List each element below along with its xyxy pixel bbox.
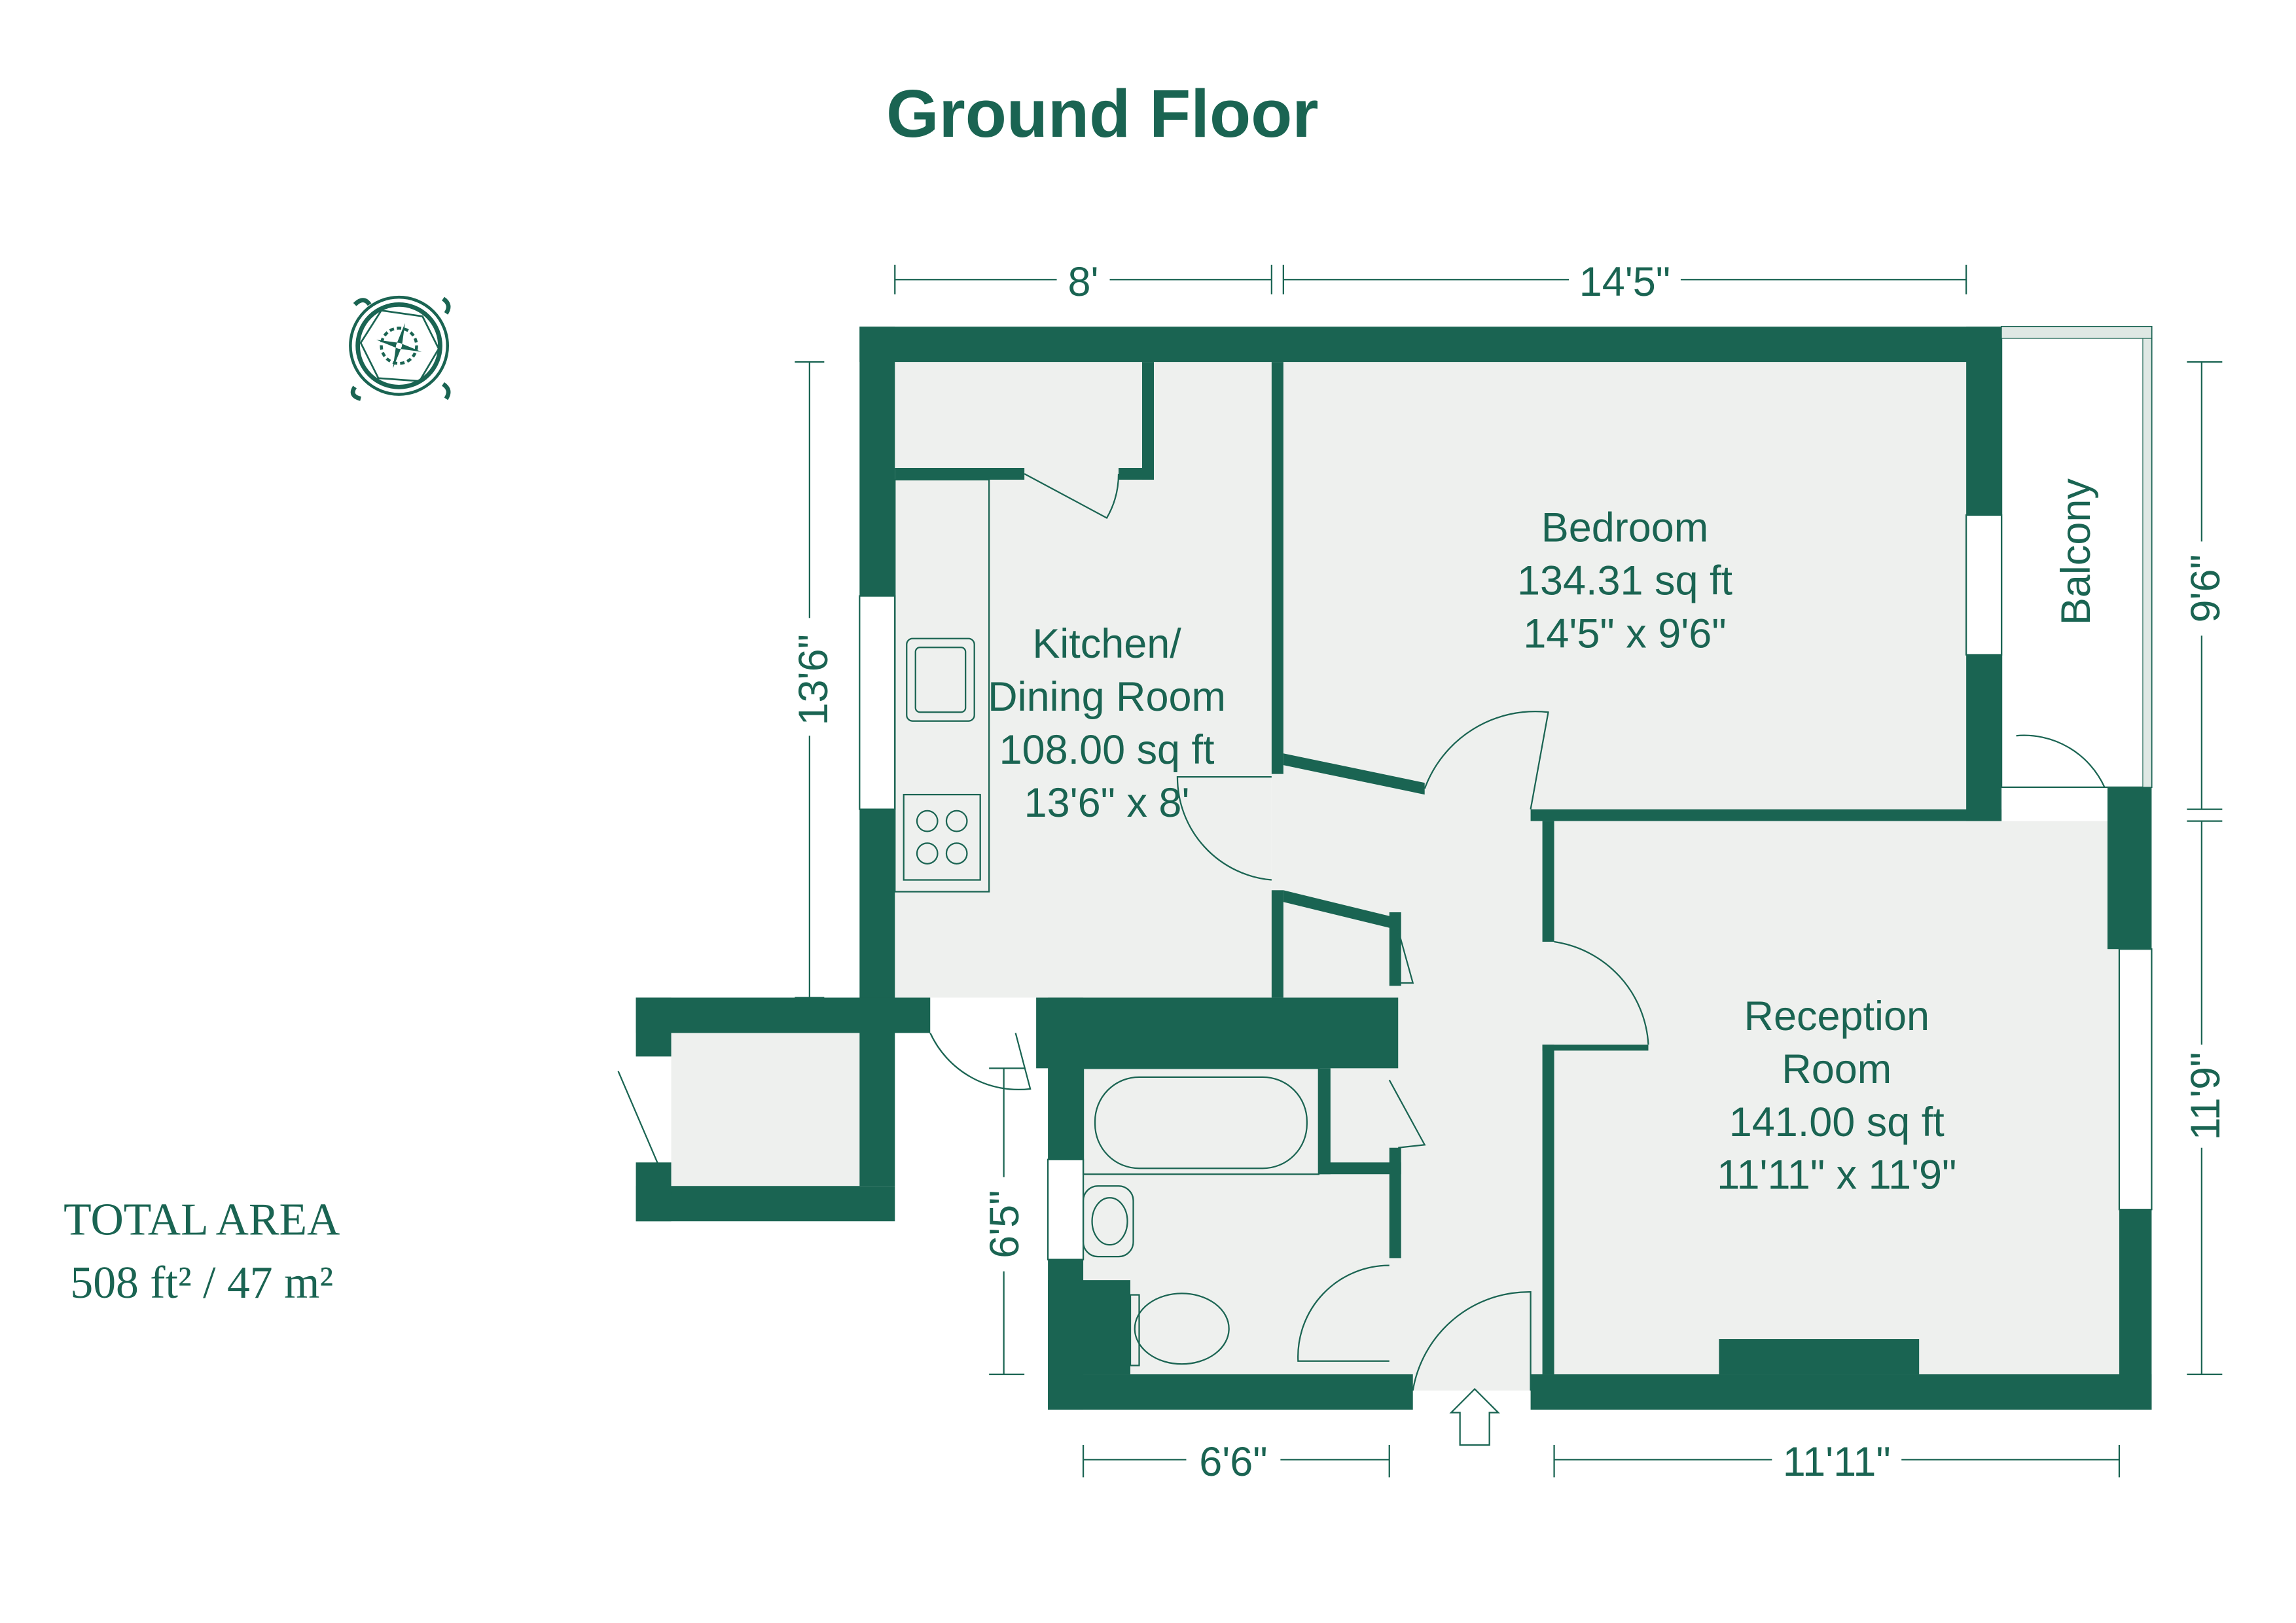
walls (636, 327, 2152, 1410)
entrance-arrow-icon (1449, 1387, 1500, 1446)
kitchen-dims: 13'6" x 8' (1024, 780, 1190, 826)
page-title: Ground Floor (886, 75, 1319, 151)
dim-right-top: 9'6" (2183, 554, 2229, 622)
dim-top-right: 14'5" (1579, 259, 1670, 305)
reception-area: 141.00 sq ft (1729, 1099, 1945, 1145)
room-bedroom: Bedroom 134.31 sq ft 14'5" x 9'6" (1517, 505, 1732, 656)
bedroom-dims: 14'5" x 9'6" (1523, 611, 1726, 656)
dim-bottom-left: 6'6" (1199, 1439, 1267, 1485)
dimension-labels: 8' 14'5" 13'6" 9'6" 11'9" 6'5" 6'6" 11'1… (785, 256, 2229, 1485)
dim-left: 13'6" (791, 634, 836, 725)
room-reception: Reception Room 141.00 sq ft 11'11" x 11'… (1717, 993, 1956, 1198)
dim-right-bottom: 11'9" (2183, 1052, 2229, 1141)
kitchen-name-1: Kitchen/ (1032, 621, 1181, 667)
reception-name-2: Room (1782, 1046, 1892, 1092)
compass-rose-icon (349, 295, 451, 401)
windows (859, 514, 2153, 1260)
dim-bottom-right: 11'11" (1783, 1439, 1891, 1485)
bedroom-name: Bedroom (1541, 505, 1708, 550)
total-area-value: 508 ft² / 47 m² (70, 1258, 333, 1308)
bedroom-area: 134.31 sq ft (1517, 558, 1732, 603)
total-area-label: TOTAL AREA (63, 1194, 340, 1245)
balcony-name: Balcony (2053, 478, 2099, 625)
reception-dims: 11'11" x 11'9" (1717, 1152, 1956, 1198)
doors (617, 473, 2106, 1391)
room-kitchen: Kitchen/ Dining Room 108.00 sq ft 13'6" … (988, 621, 1226, 826)
fixtures (894, 478, 1319, 1366)
kitchen-name-2: Dining Room (988, 674, 1226, 720)
kitchen-area: 108.00 sq ft (999, 727, 1215, 773)
dim-top-left: 8' (1068, 259, 1099, 305)
reception-name-1: Reception (1744, 993, 1929, 1039)
dim-bath-left: 6'5" (982, 1190, 1028, 1258)
